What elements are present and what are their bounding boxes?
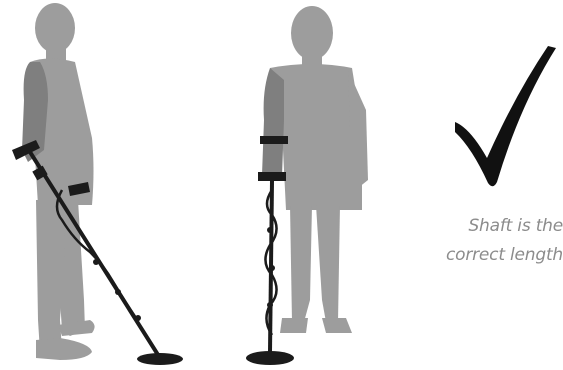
person-front-view bbox=[270, 6, 368, 333]
person-side-view bbox=[30, 3, 95, 360]
head-front bbox=[291, 6, 333, 60]
caption-line-1: Shaft is the bbox=[403, 212, 563, 241]
caption-line-2: correct length bbox=[403, 241, 563, 270]
checkmark-icon bbox=[455, 46, 556, 186]
right-arm-shadow bbox=[262, 68, 284, 176]
caption: Shaft is the correct length bbox=[403, 212, 563, 270]
